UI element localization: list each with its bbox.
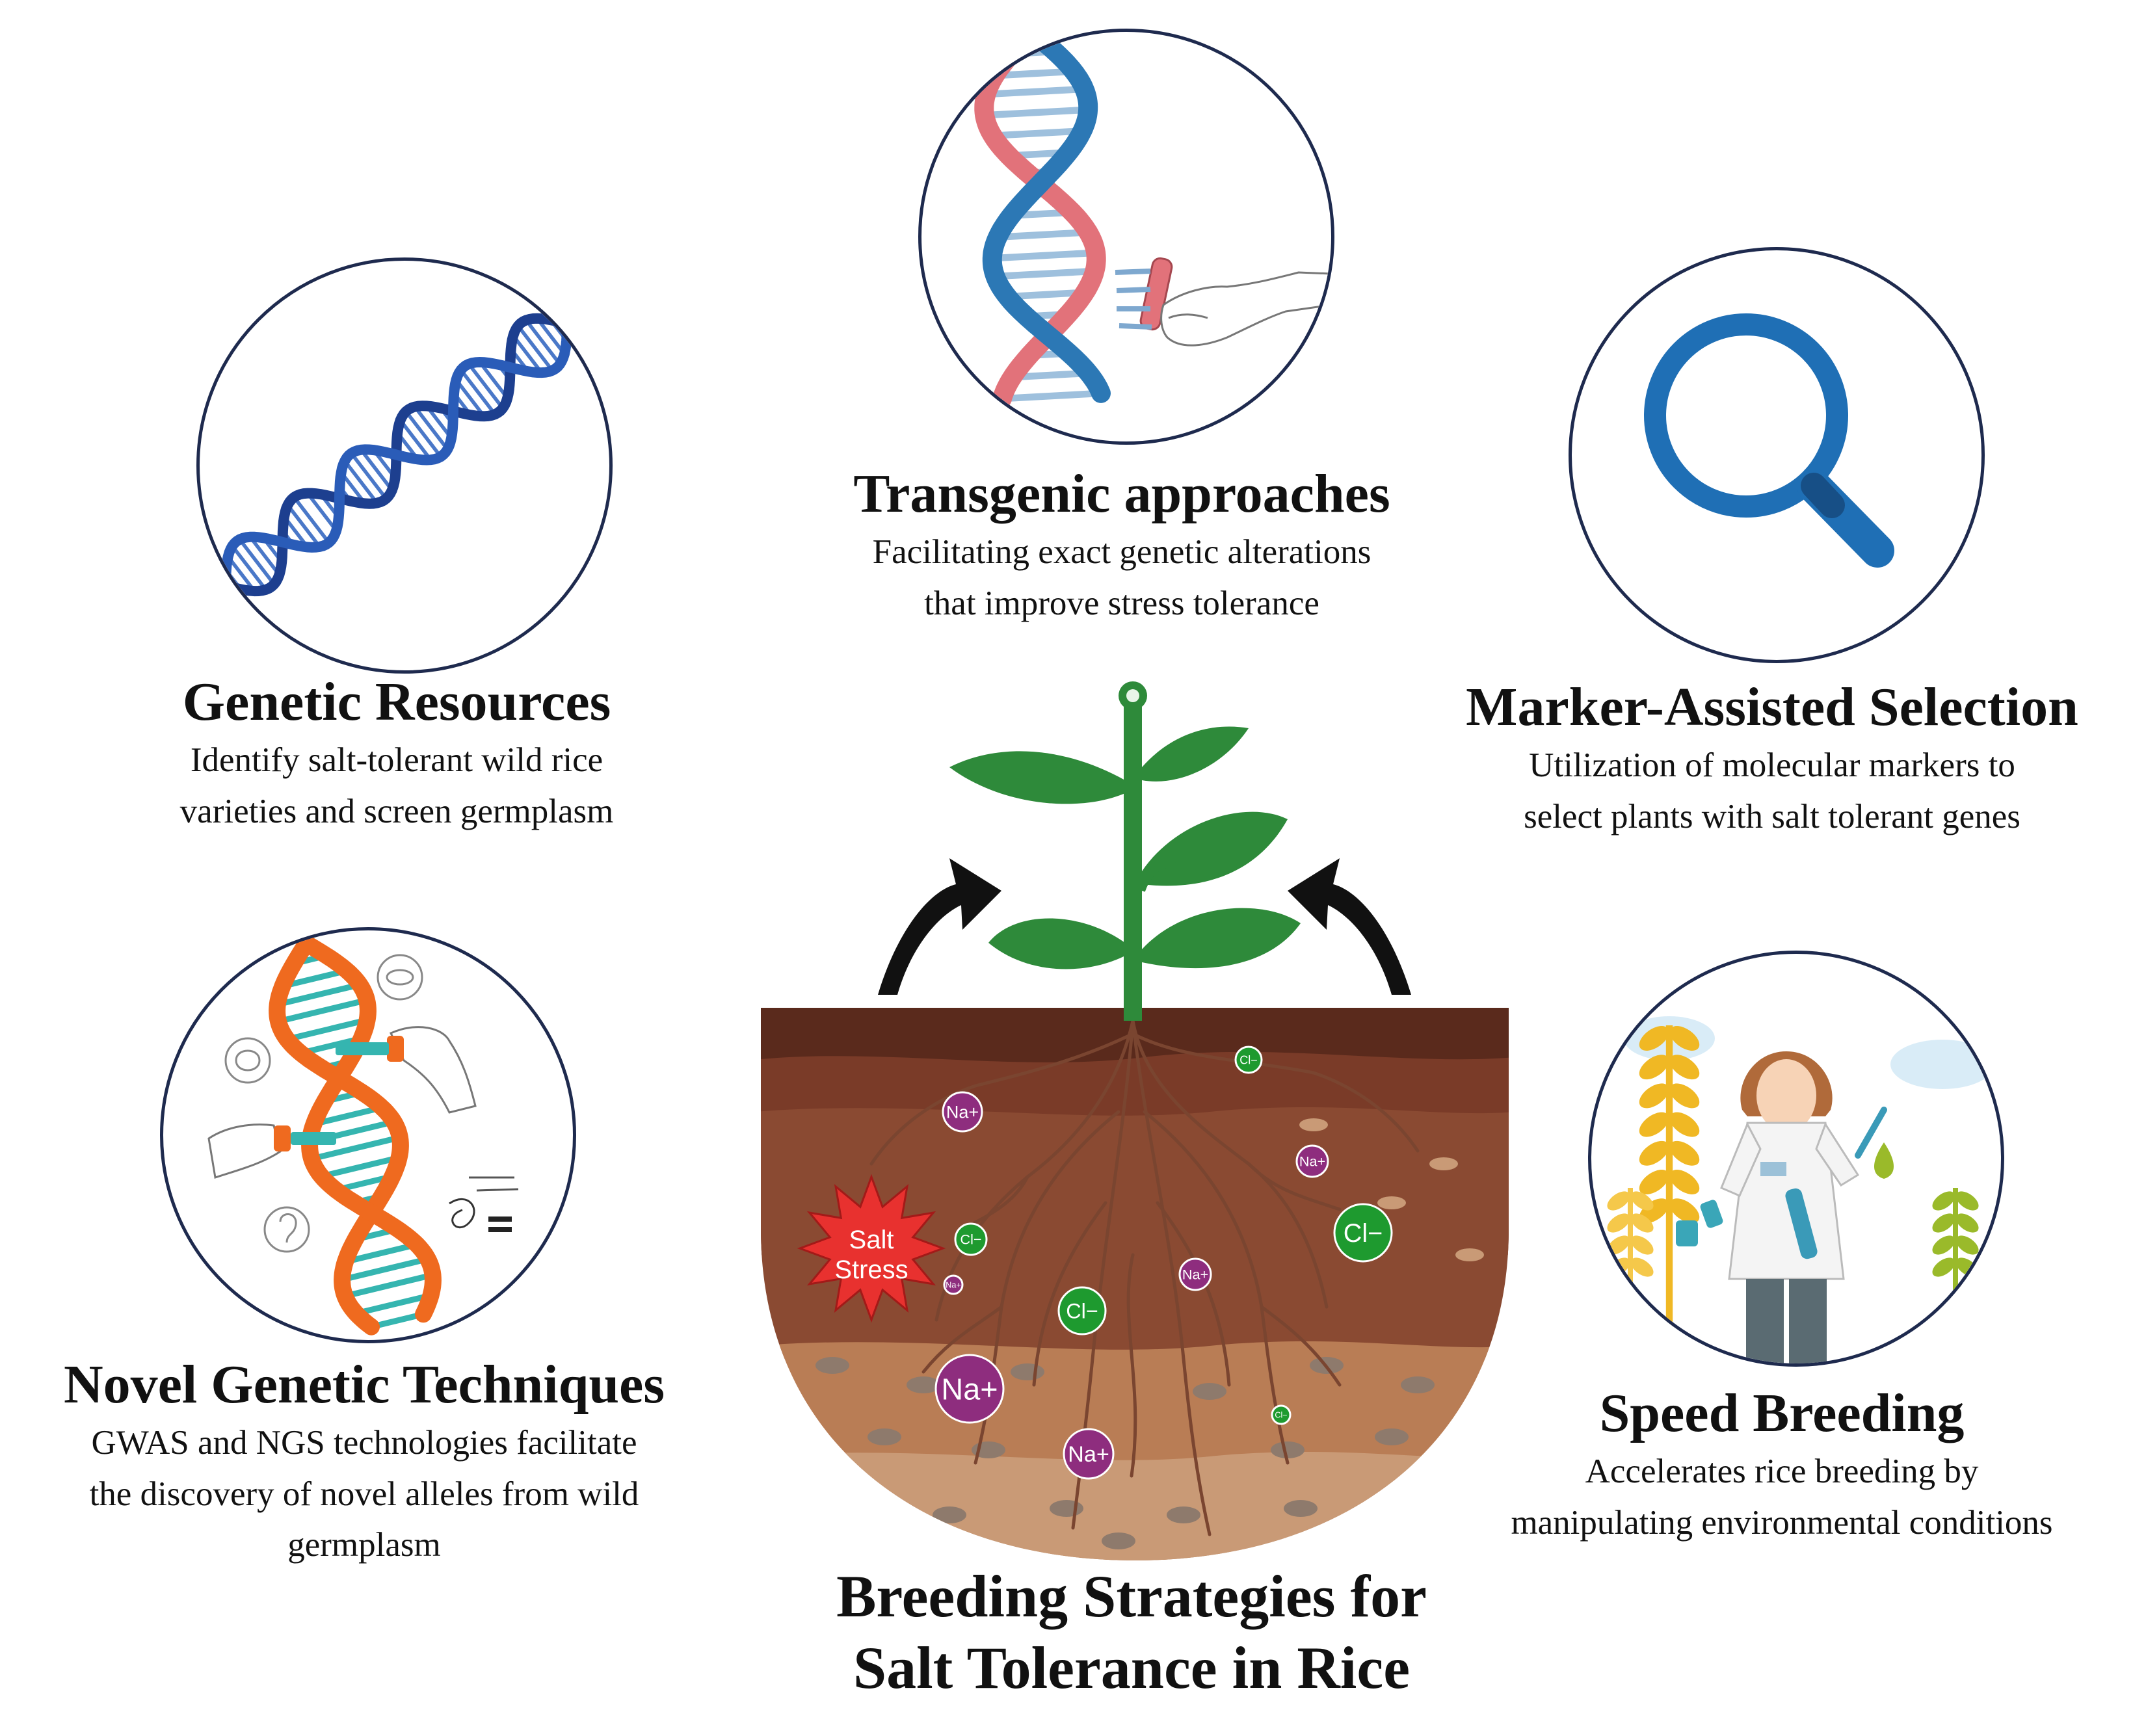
ion-label: Na+ [946,1103,979,1122]
ion-label: Na+ [1182,1267,1208,1283]
ion-label: Na+ [1299,1153,1325,1170]
chloride-ion: Cl− [1234,1046,1263,1074]
genetic-resources-desc-line: varieties and screen germplasm [179,792,614,830]
hand-icon [389,1026,477,1114]
salt-star-icon: Salt Stress [797,1174,946,1323]
eye-icon [377,954,423,1001]
salt-stress-label: Stress [834,1256,908,1284]
marker-assisted-circle [1569,247,1985,663]
ion-label: Cl− [1344,1219,1383,1248]
genetic-resources-title: Genetic Resources [182,672,611,732]
sodium-ion: Na+ [942,1091,983,1133]
genetic-resources-circle [196,257,613,674]
dna-fragment-icon [1115,257,1173,331]
novel-techniques-desc-line: GWAS and NGS technologies facilitate [91,1424,637,1462]
speed-breeding-desc-line: Accelerates rice breeding by [1585,1453,1979,1491]
main-title-line: Salt Tolerance in Rice [853,1635,1411,1702]
novel-techniques-desc-line: the discovery of novel alleles from wild [89,1475,639,1513]
dna-editing-icon [974,32,1331,409]
ion-label: Cl− [1275,1410,1287,1419]
transgenic-block: Transgenic approaches Facilitating exact… [741,464,1502,629]
sodium-ion: Na+ [1178,1257,1212,1291]
ion-label: Cl− [960,1231,981,1248]
transgenic-desc-line: that improve stress tolerance [924,584,1319,622]
marker-assisted-desc-line: select plants with salt tolerant genes [1524,797,2020,835]
novel-techniques-circle [160,927,576,1343]
arrow-up-icon [1288,858,1411,995]
ion-label: Cl− [1239,1053,1258,1066]
ion-label: Cl− [1066,1300,1098,1323]
ion-label: Na+ [1068,1442,1109,1467]
novel-techniques-block: Novel Genetic Techniques GWAS and NGS te… [13,1356,715,1571]
plant-icon [949,681,1301,1021]
ion-label: Na+ [941,1373,998,1406]
sodium-ion: Na+ [1063,1428,1115,1480]
crispr-scissors-icon [207,935,519,1335]
transgenic-title: Transgenic approaches [853,464,1390,524]
hand-icon [1160,271,1331,347]
brain-icon [224,1037,271,1084]
sodium-ion: Na+ [1295,1144,1329,1178]
magnifying-glass-icon [1644,313,1894,568]
chloride-ion: Cl− [1333,1203,1393,1263]
arrow-up-icon [878,858,1001,995]
chloride-ion: Cl− [1057,1286,1107,1335]
marker-assisted-title: Marker-Assisted Selection [1466,677,2078,737]
ear-icon [263,1206,310,1253]
speed-breeding-desc-line: manipulating environmental conditions [1511,1503,2053,1542]
novel-techniques-title: Novel Genetic Techniques [63,1354,665,1415]
speed-breeding-circle [1588,951,2004,1367]
novel-techniques-desc-line: germplasm [287,1526,441,1564]
sodium-ion: Na+ [943,1274,964,1295]
wheat-icon [1607,1025,1979,1363]
soil-plant-illustration: Salt Stress Na+ Cl− Na+ Cl− Cl− Na+ Na+ Cl− Na+ C… [761,681,1509,1560]
hand-icon [207,1124,282,1179]
main-title: Breeding Strategies for Salt Tolerance i… [676,1560,1587,1704]
chloride-ion: Cl− [954,1222,988,1256]
transgenic-circle [918,29,1334,445]
ion-label: Na+ [946,1280,961,1289]
transgenic-desc-line: Facilitating exact genetic alterations [872,533,1371,572]
genetic-resources-desc-line: Identify salt-tolerant wild rice [190,741,603,780]
speed-breeding-title: Speed Breeding [1599,1383,1965,1443]
marker-assisted-desc-line: Utilization of molecular markers to [1529,746,2015,785]
sodium-ion: Na+ [934,1354,1005,1424]
scientist-icon [1607,1016,1994,1363]
chloride-ion: Cl− [1271,1404,1292,1425]
main-title-line: Breeding Strategies for [836,1563,1427,1629]
dna-helix-icon [220,279,609,597]
salt-stress-label: Salt [849,1226,894,1254]
speed-breeding-block: Speed Breeding Accelerates rice breeding… [1437,1383,2126,1548]
marker-assisted-block: Marker-Assisted Selection Utilization of… [1418,677,2126,842]
genetic-resources-block: Genetic Resources Identify salt-tolerant… [85,672,709,837]
